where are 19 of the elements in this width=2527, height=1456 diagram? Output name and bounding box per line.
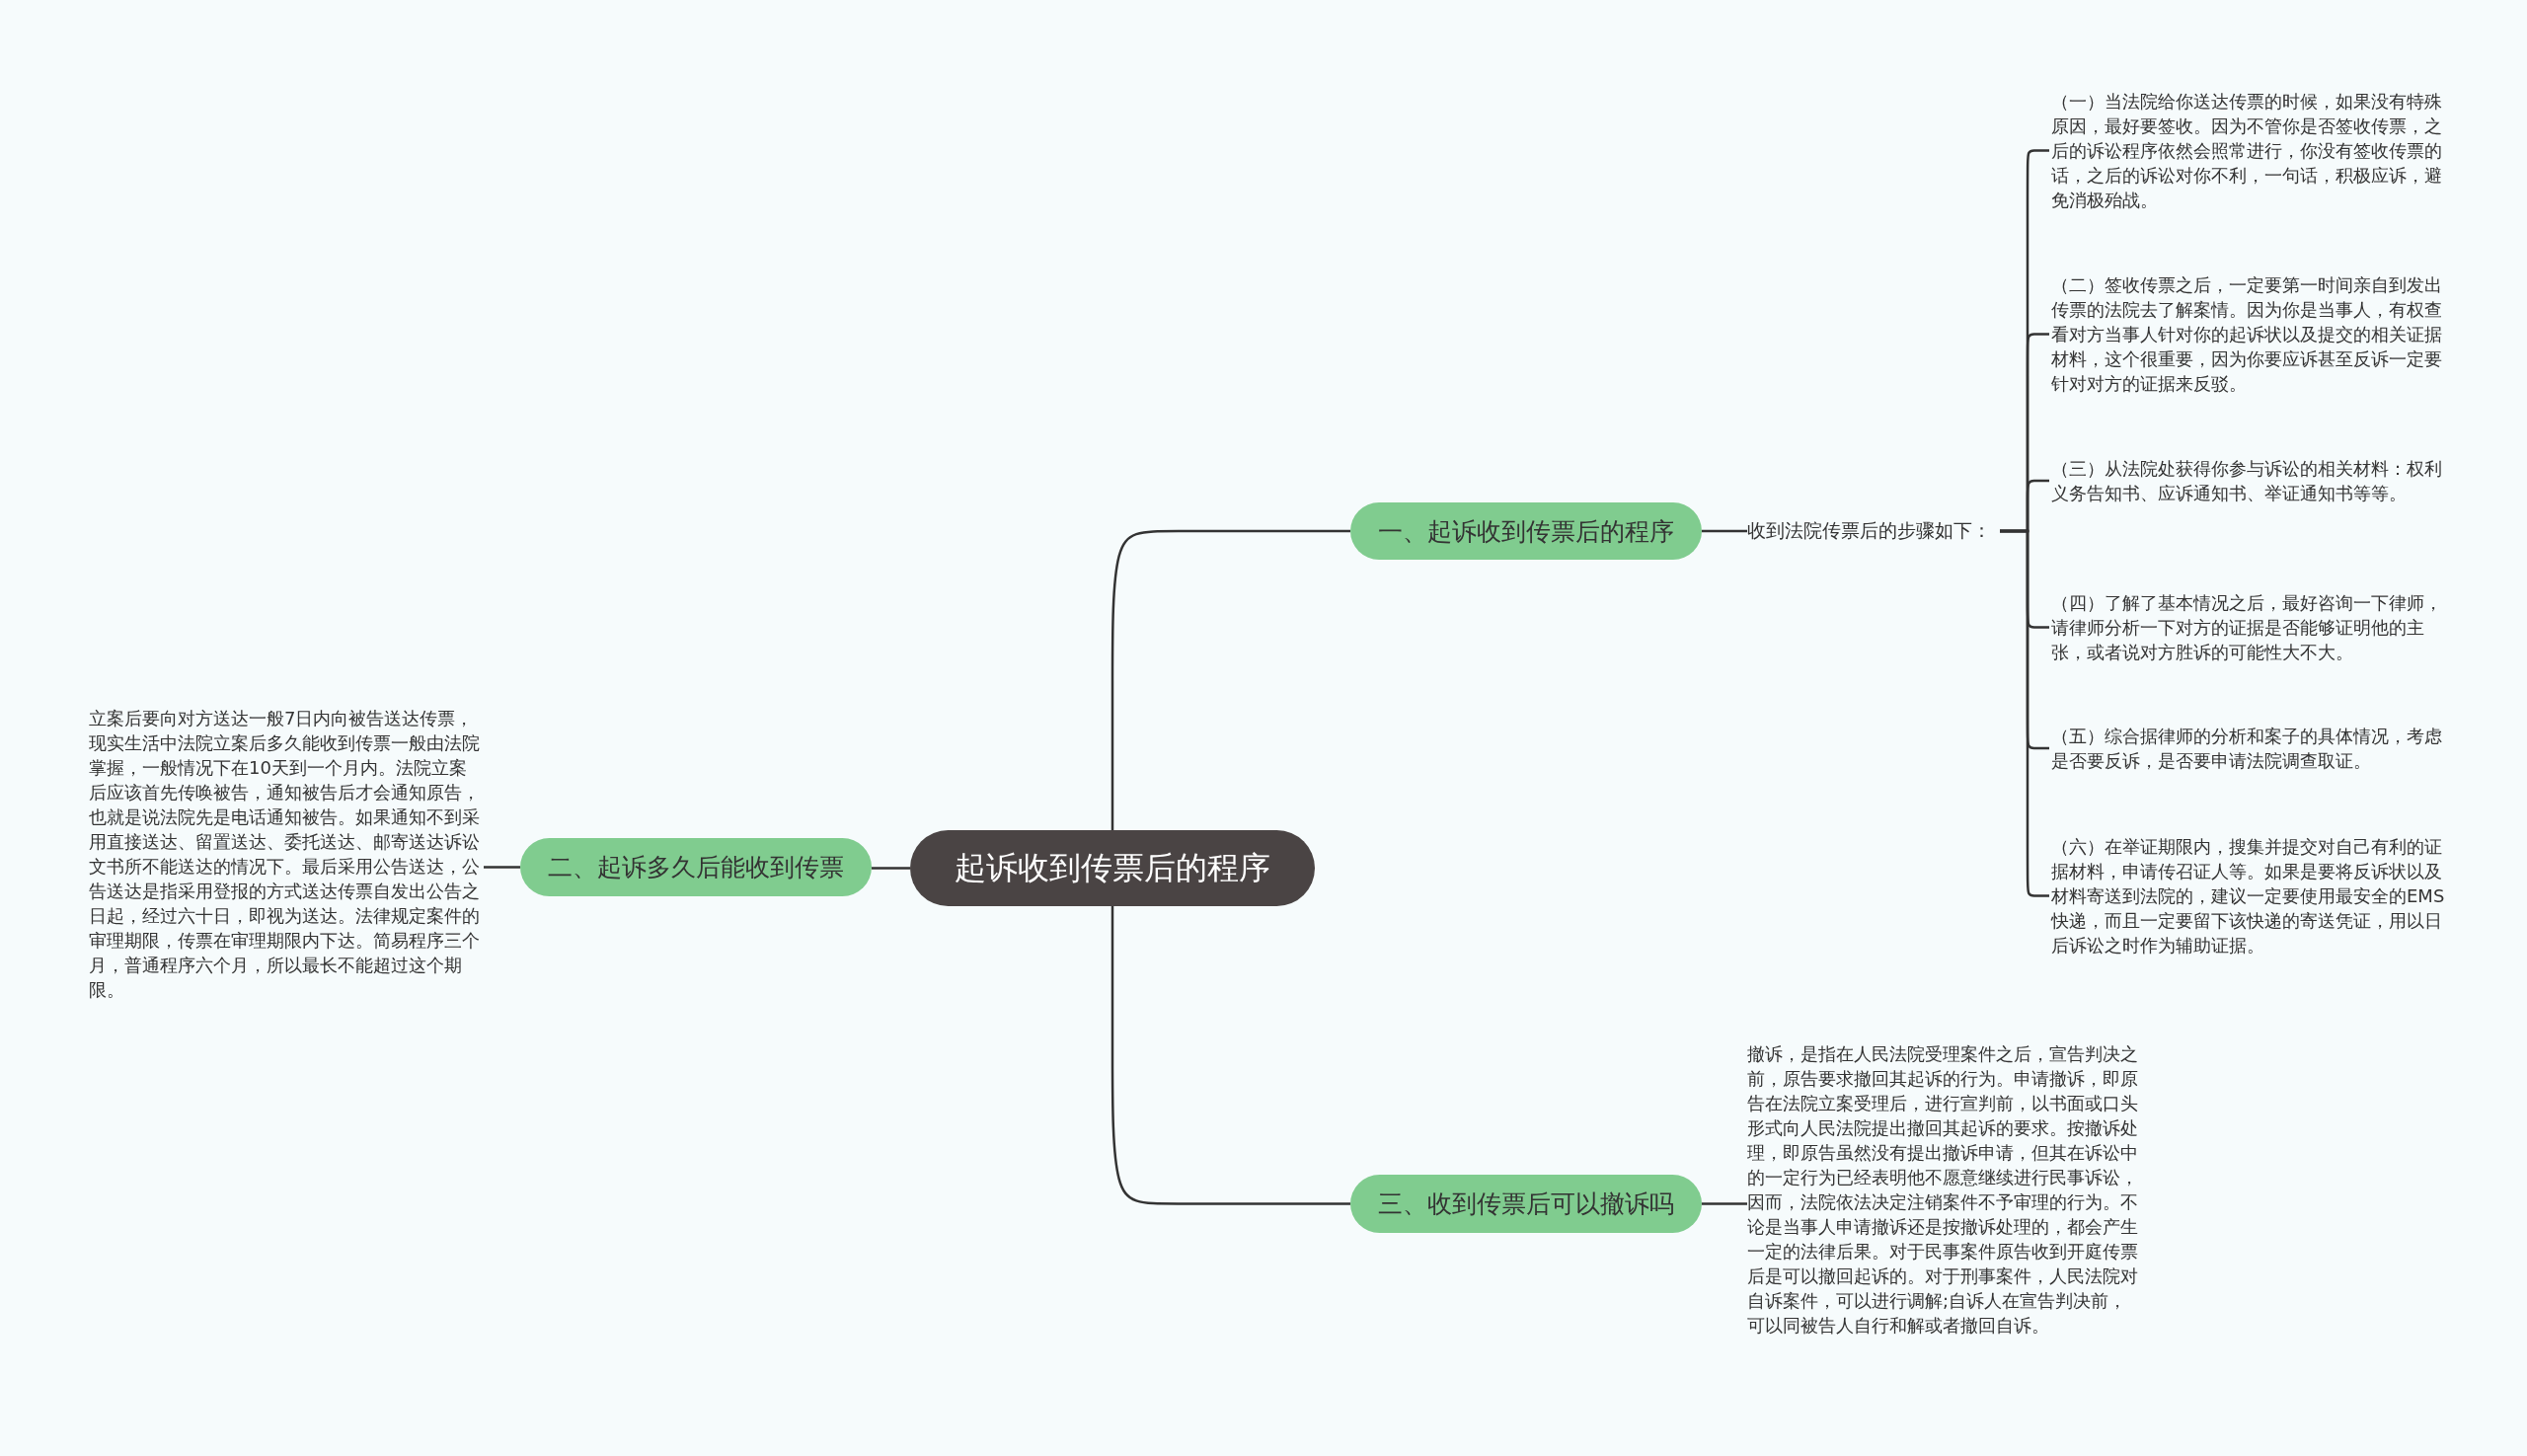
connector-line — [484, 866, 520, 869]
connector-line — [872, 867, 910, 870]
branch-topic: 一、起诉收到传票后的程序 — [1350, 502, 1702, 560]
note-text: （六）在举证期限内，搜集并提交对自己有利的证据材料，申请传召证人等。如果是要将反诉状以及材料寄送到法院的，建议一定要使用最安全的EMS快递，而且一定要留下该快递的寄送凭证，用以日后诉讼之时作为辅助证据。 — [2051, 834, 2446, 958]
note-text: （四）了解了基本情况之后，最好咨询一下律师，请律师分析一下对方的证据是否能够证明他的主张，或者说对方胜诉的可能性大不大。 — [2051, 590, 2446, 664]
note-text: 立案后要向对方送达一般7日内向被告送达传票，现实生活中法院立案后多久能收到传票一般由法院掌握，一般情况下在10天到一个月内。法院立案后应该首先传唤被告，通知被告后才会通知原告，也就是说法院先是电话通知被告。如果通知不到采用直接送达、留置送达、委托送达、邮寄送达诉讼文书所不能送达的情况下。最后采用公告送达，公告送达是指采用登报的方式送达传票自发出公告之日起，经过六十日，即视为送达。法律规定案件的审理期限，传票在审理期限内下达。简易程序三个月，普通程序六个月，所以最长不能超过这个期限。 — [89, 706, 484, 1002]
note-text: （一）当法院给你送达传票的时候，如果没有特殊原因，最好要签收。因为不管你是否签收传票，之后的诉讼程序依然会照常进行，你没有签收传票的话，之后的诉讼对你不利，一句话，积极应诉，避免消极殆战。 — [2051, 89, 2446, 212]
connector-line — [1110, 906, 1350, 1205]
note-text: （三）从法院处获得你参与诉讼的相关材料：权利义务告知书、应诉通知书、举证通知书等等。 — [2051, 456, 2446, 505]
connector-line — [1110, 529, 1350, 830]
note-text: （五）综合据律师的分析和案子的具体情况，考虑是否要反诉，是否要申请法院调查取证。 — [2051, 724, 2446, 773]
connector-line — [1702, 1202, 1747, 1205]
note-text: 撤诉，是指在人民法院受理案件之后，宣告判决之前，原告要求撤回其起诉的行为。申请撤诉，即原告在法院立案受理后，进行宣判前，以书面或口头形式向人民法院提出撤回其起诉的要求。按撤诉处理，即原告虽然没有提出撤诉申请，但其在诉讼中的一定行为已经表明他不愿意继续进行民事诉讼，因而，法院依法决定注销案件不予审理的行为。不论是当事人申请撤诉还是按撤诉处理的，都会产生一定的法律后果。对于民事案件原告收到开庭传票后是可以撤回起诉的。对于刑事案件，人民法院对自诉案件，可以进行调解;自诉人在宣告判决前，可以同被告人自行和解或者撤回自诉。 — [1747, 1041, 2142, 1338]
connector-line — [1702, 529, 1747, 533]
branch-topic: 二、起诉多久后能收到传票 — [520, 838, 872, 896]
central-topic: 起诉收到传票后的程序 — [910, 830, 1315, 906]
branch-topic: 三、收到传票后可以撤诉吗 — [1350, 1175, 1702, 1233]
note-text: （二）签收传票之后，一定要第一时间亲自到发出传票的法院去了解案情。因为你是当事人，有权查看对方当事人针对你的起诉状以及提交的相关证据材料，这个很重要，因为你要应诉甚至反诉一定要针对对方的证据来反驳。 — [2051, 272, 2446, 396]
subtopic-text: 收到法院传票后的步骤如下： — [1747, 518, 1994, 544]
